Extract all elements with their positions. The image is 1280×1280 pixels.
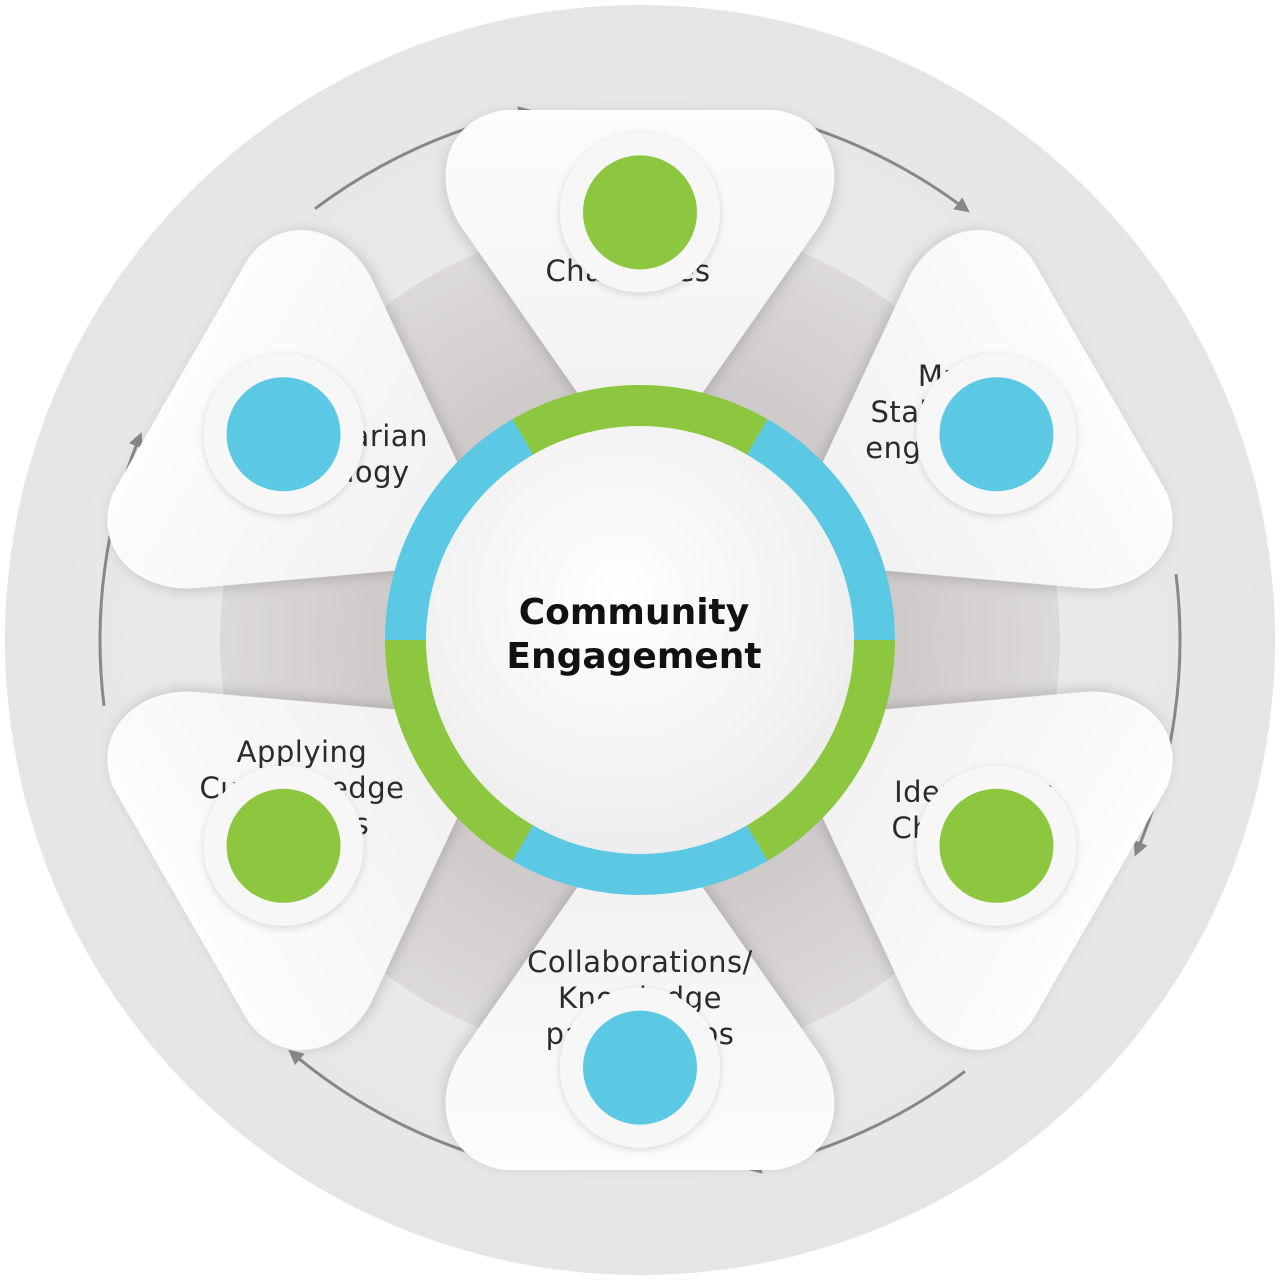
cycle-arrow [1133,574,1182,857]
label-applying-line-1: Applying [237,735,368,769]
ring-tab-collaborations [578,825,702,894]
center-title-line-2: Engagement [506,636,761,677]
dot-identifying [916,765,1077,926]
center-disc [426,426,854,854]
node-dots [203,132,1077,1148]
center-title-line-1: Community [519,592,749,633]
dot-collaborations [560,987,720,1148]
dot-multi [916,354,1077,515]
dot-humanitarian [203,354,364,515]
ring-tab-societal [578,386,702,455]
dot-applying [203,765,364,926]
dot-societal [560,132,720,293]
label-collaborations-line-1: Collaborations/ [527,945,753,979]
